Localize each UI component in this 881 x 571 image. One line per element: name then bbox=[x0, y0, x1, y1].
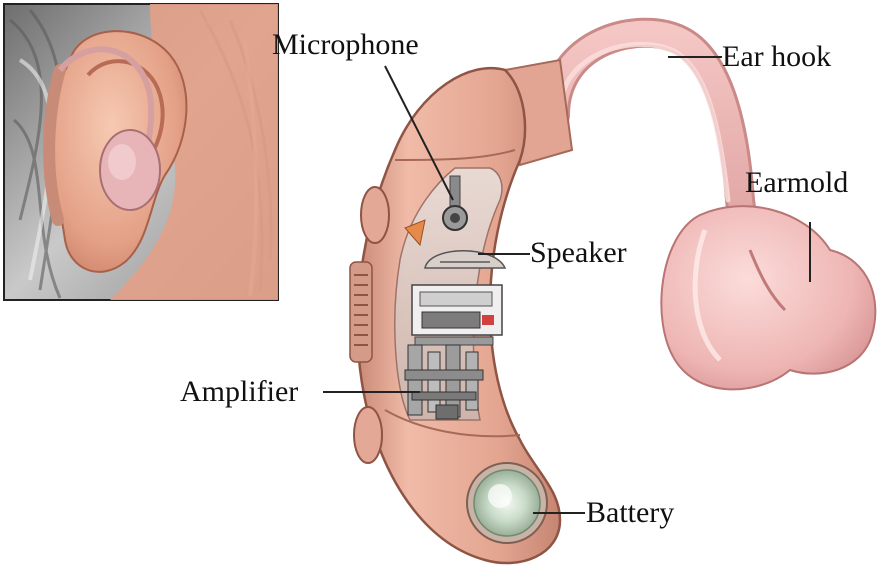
amplifier-label: Amplifier bbox=[180, 377, 298, 407]
earmold bbox=[661, 206, 875, 389]
ear-inset bbox=[4, 4, 278, 300]
earmold-label: Earmold bbox=[745, 168, 848, 198]
speaker-label: Speaker bbox=[530, 238, 627, 268]
ear-hook-label: Ear hook bbox=[722, 42, 831, 72]
microphone-label: Microphone bbox=[272, 30, 419, 60]
battery-label: Battery bbox=[586, 498, 674, 528]
battery bbox=[467, 463, 547, 543]
